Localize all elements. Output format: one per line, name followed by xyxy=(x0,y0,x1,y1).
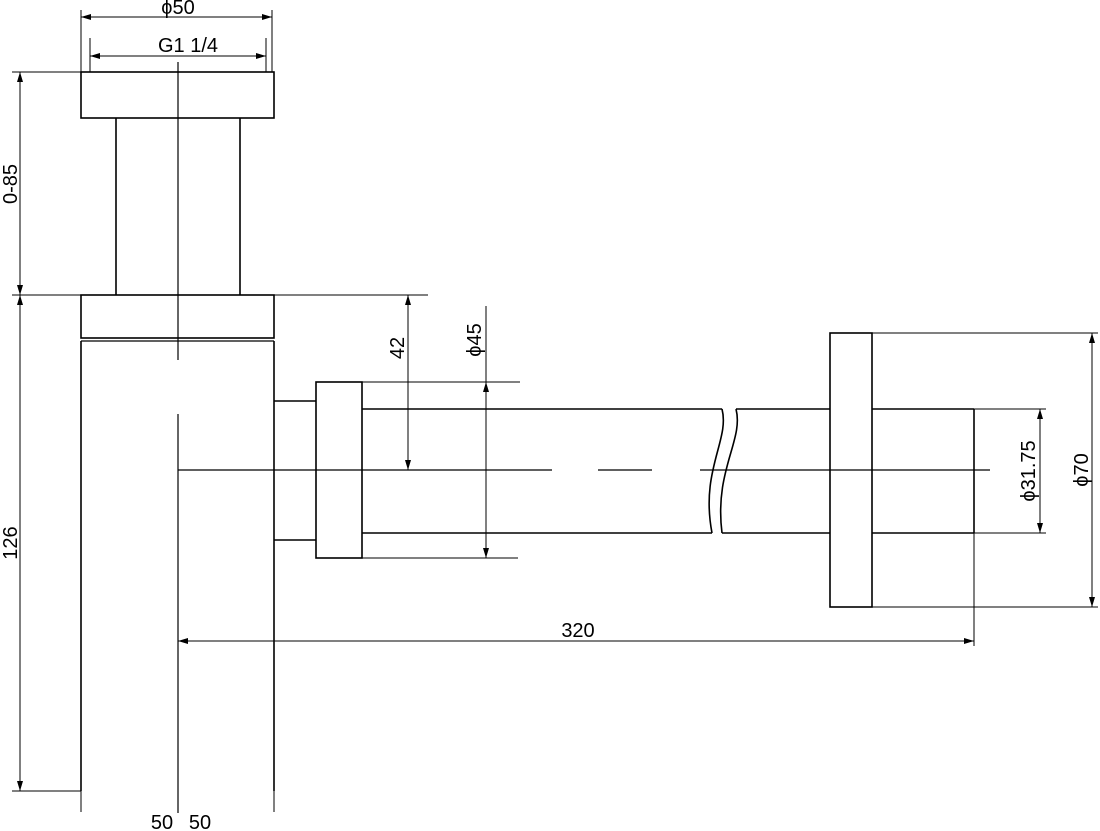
dim-top-thread: G1 1/4 xyxy=(89,35,267,72)
pipe-break-right xyxy=(719,408,739,534)
outlet-pipe xyxy=(362,408,830,534)
dim-label-height-adjust: 0-85 xyxy=(0,164,22,204)
dim-flange-diameter: ϕ70 xyxy=(872,332,1098,608)
dim-outlet-length: 320 xyxy=(178,533,975,646)
riser-tube xyxy=(115,118,241,295)
dim-height-adjust: 0-85 xyxy=(0,71,81,296)
dim-nut-diameter: ϕ45 xyxy=(362,306,520,559)
dim-label-body-height: 126 xyxy=(0,526,22,559)
dim-label-nut-diameter: ϕ45 xyxy=(464,323,486,356)
dim-label-half-width-left: 50 xyxy=(151,812,173,831)
dim-outlet-offset: 42 xyxy=(274,294,428,470)
outlet-stub xyxy=(274,400,316,541)
dim-label-outlet-offset: 42 xyxy=(387,337,409,359)
dim-label-outlet-length: 320 xyxy=(561,620,594,642)
trap-body xyxy=(80,341,275,791)
pipe-break-left xyxy=(708,408,725,534)
dim-label-top-outer-diameter: ϕ50 xyxy=(161,0,194,19)
dim-body-height: 126 xyxy=(0,294,81,792)
dim-label-top-thread: G1 1/4 xyxy=(158,35,218,57)
dim-label-half-width-right: 50 xyxy=(189,812,211,831)
dim-label-flange-diameter: ϕ70 xyxy=(1071,453,1093,486)
dim-half-widths: 50 50 xyxy=(80,791,275,831)
dim-label-pipe-diameter: ϕ31.75 xyxy=(1018,440,1040,501)
dim-top-outer-diameter: ϕ50 xyxy=(80,0,273,72)
dim-pipe-diameter: ϕ31.75 xyxy=(974,408,1046,534)
